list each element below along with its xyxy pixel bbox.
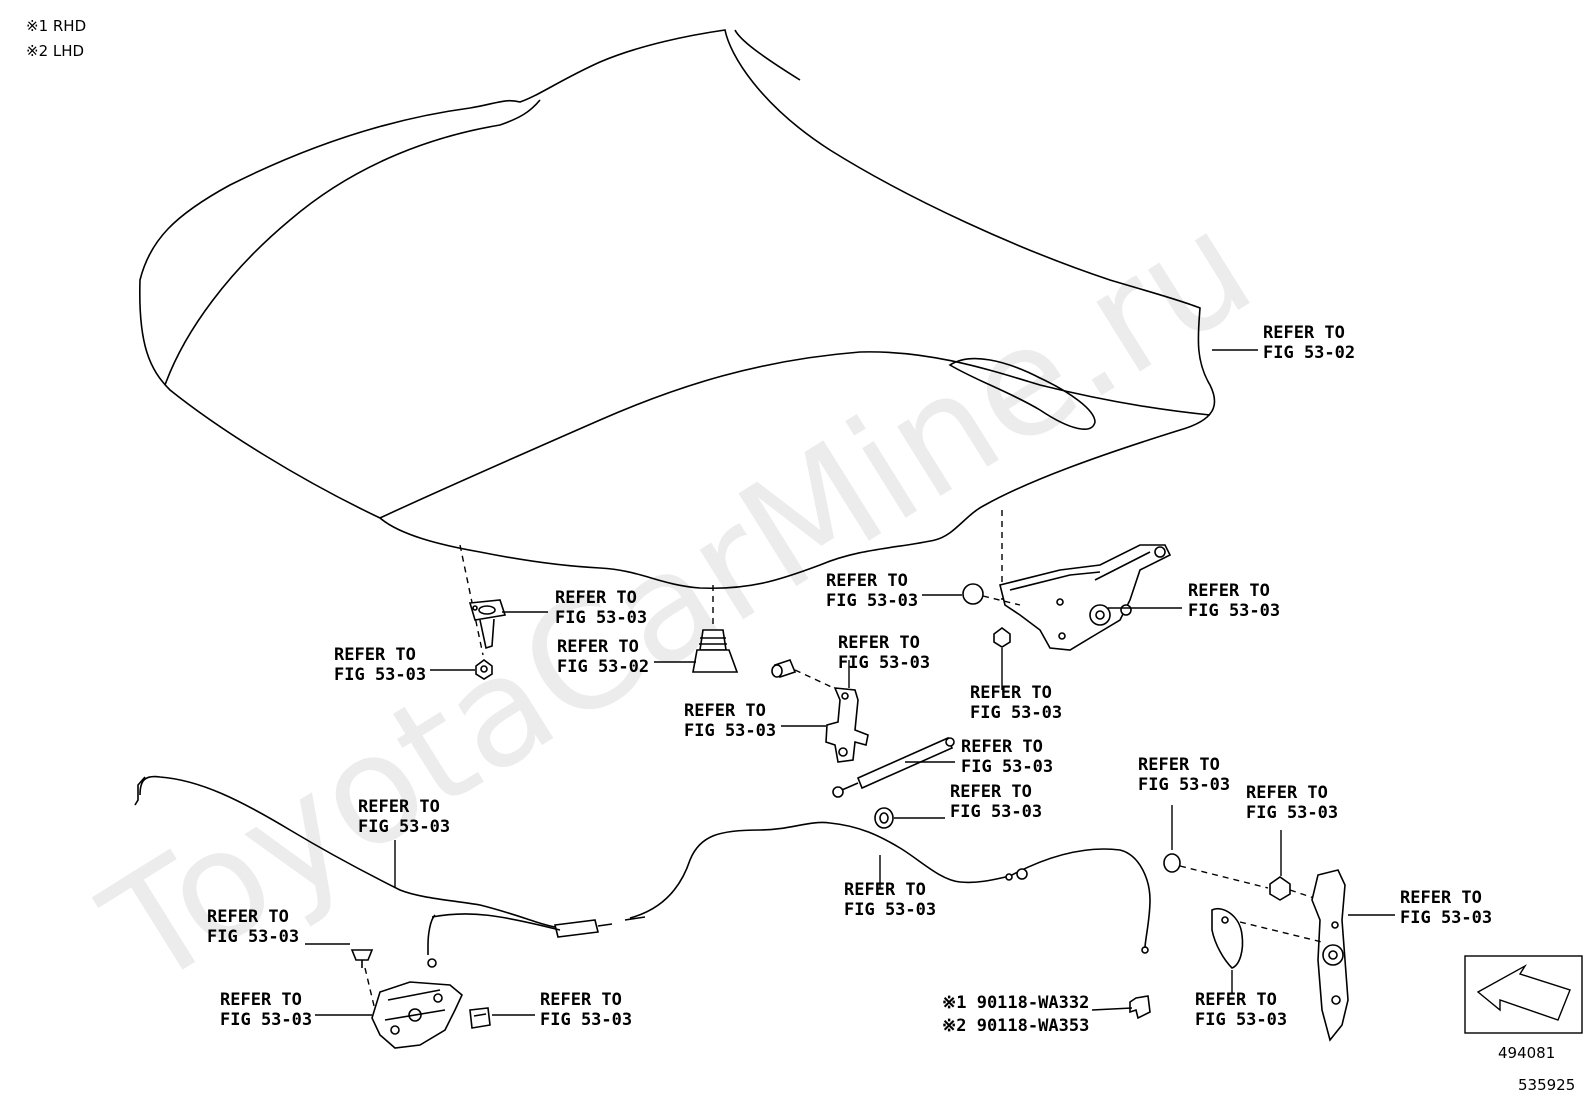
refer-to-label: REFER TO bbox=[1138, 755, 1220, 775]
refer-to-label: REFER TO bbox=[555, 588, 637, 608]
hood-panel bbox=[138, 29, 1216, 590]
lock-clip bbox=[350, 949, 374, 968]
hinge-bolt bbox=[962, 583, 1021, 606]
fig-reference-label: FIG 53-03 bbox=[1195, 1010, 1287, 1030]
refer-to-label: REFER TO bbox=[1400, 888, 1482, 908]
lever-cover bbox=[1211, 908, 1244, 969]
refer-to-label: REFER TO bbox=[684, 701, 766, 721]
release-lever bbox=[1311, 869, 1349, 1042]
note-lhd: ※2 LHD bbox=[26, 42, 84, 60]
fig-reference-label: FIG 53-03 bbox=[961, 757, 1053, 777]
lock-retainer bbox=[469, 1007, 491, 1029]
support-grommet bbox=[874, 807, 894, 829]
refer-to-label: REFER TO bbox=[1263, 323, 1345, 343]
refer-to-label: REFER TO bbox=[961, 737, 1043, 757]
cable-clamp bbox=[1129, 995, 1151, 1020]
fig-reference-label: FIG 53-03 bbox=[844, 900, 936, 920]
striker-nut bbox=[475, 659, 493, 680]
hood-lock-striker bbox=[468, 599, 507, 650]
refer-to-label: REFER TO bbox=[220, 990, 302, 1010]
fig-reference-label: FIG 53-03 bbox=[826, 591, 918, 611]
refer-to-label: REFER TO bbox=[207, 907, 289, 927]
lever-clip bbox=[1163, 853, 1181, 873]
fig-reference-label: FIG 53-03 bbox=[970, 703, 1062, 723]
fig-reference-label: FIG 53-03 bbox=[358, 817, 450, 837]
hood-support bbox=[832, 736, 955, 798]
support-bolt bbox=[771, 659, 839, 691]
refer-to-label: REFER TO bbox=[970, 683, 1052, 703]
fig-reference-label: FIG 53-03 bbox=[1188, 601, 1280, 621]
fig-reference-label: FIG 53-03 bbox=[1246, 803, 1338, 823]
lever-nut bbox=[1269, 876, 1291, 901]
fig-reference-label: FIG 53-03 bbox=[220, 1010, 312, 1030]
fig-reference-label: FIG 53-03 bbox=[684, 721, 776, 741]
fig-reference-label: FIG 53-03 bbox=[1138, 775, 1230, 795]
diagram-code: 535925 bbox=[1518, 1076, 1575, 1094]
hood-lock bbox=[371, 958, 463, 1049]
refer-to-label: REFER TO bbox=[1188, 581, 1270, 601]
direction-arrow-box bbox=[1464, 955, 1583, 1034]
fig-reference-label: FIG 53-03 bbox=[555, 608, 647, 628]
arrow-icon bbox=[1476, 964, 1571, 1021]
refer-to-label: REFER TO bbox=[1246, 783, 1328, 803]
refer-to-label: REFER TO bbox=[540, 990, 622, 1010]
refer-to-label: REFER TO bbox=[557, 637, 639, 657]
fig-reference-label: FIG 53-03 bbox=[540, 1010, 632, 1030]
refer-to-label: REFER TO bbox=[838, 633, 920, 653]
fig-reference-label: FIG 53-03 bbox=[838, 653, 930, 673]
note-rhd: ※1 RHD bbox=[26, 17, 86, 35]
refer-to-label: REFER TO bbox=[334, 645, 416, 665]
fig-reference-label: FIG 53-03 bbox=[207, 927, 299, 947]
hinge-nut bbox=[993, 627, 1011, 648]
hood-cushion bbox=[692, 629, 739, 673]
fig-reference-label: FIG 53-03 bbox=[1400, 908, 1492, 928]
arrow-box-code: 494081 bbox=[1498, 1044, 1555, 1062]
refer-to-label: REFER TO bbox=[826, 571, 908, 591]
refer-to-label: REFER TO bbox=[1195, 990, 1277, 1010]
hood-hinge bbox=[999, 544, 1172, 651]
fig-reference-label: FIG 53-03 bbox=[950, 802, 1042, 822]
refer-to-label: REFER TO bbox=[844, 880, 926, 900]
fig-reference-label: FIG 53-03 bbox=[334, 665, 426, 685]
refer-to-label: REFER TO bbox=[950, 782, 1032, 802]
support-bracket bbox=[825, 687, 869, 763]
clip-part-rhd: ※1 90118-WA332 bbox=[942, 993, 1089, 1013]
release-cable bbox=[134, 775, 1151, 955]
fig-reference-label: FIG 53-02 bbox=[557, 657, 649, 677]
fig-reference-label: FIG 53-02 bbox=[1263, 343, 1355, 363]
refer-to-label: REFER TO bbox=[358, 797, 440, 817]
clip-part-lhd: ※2 90118-WA353 bbox=[942, 1016, 1089, 1036]
